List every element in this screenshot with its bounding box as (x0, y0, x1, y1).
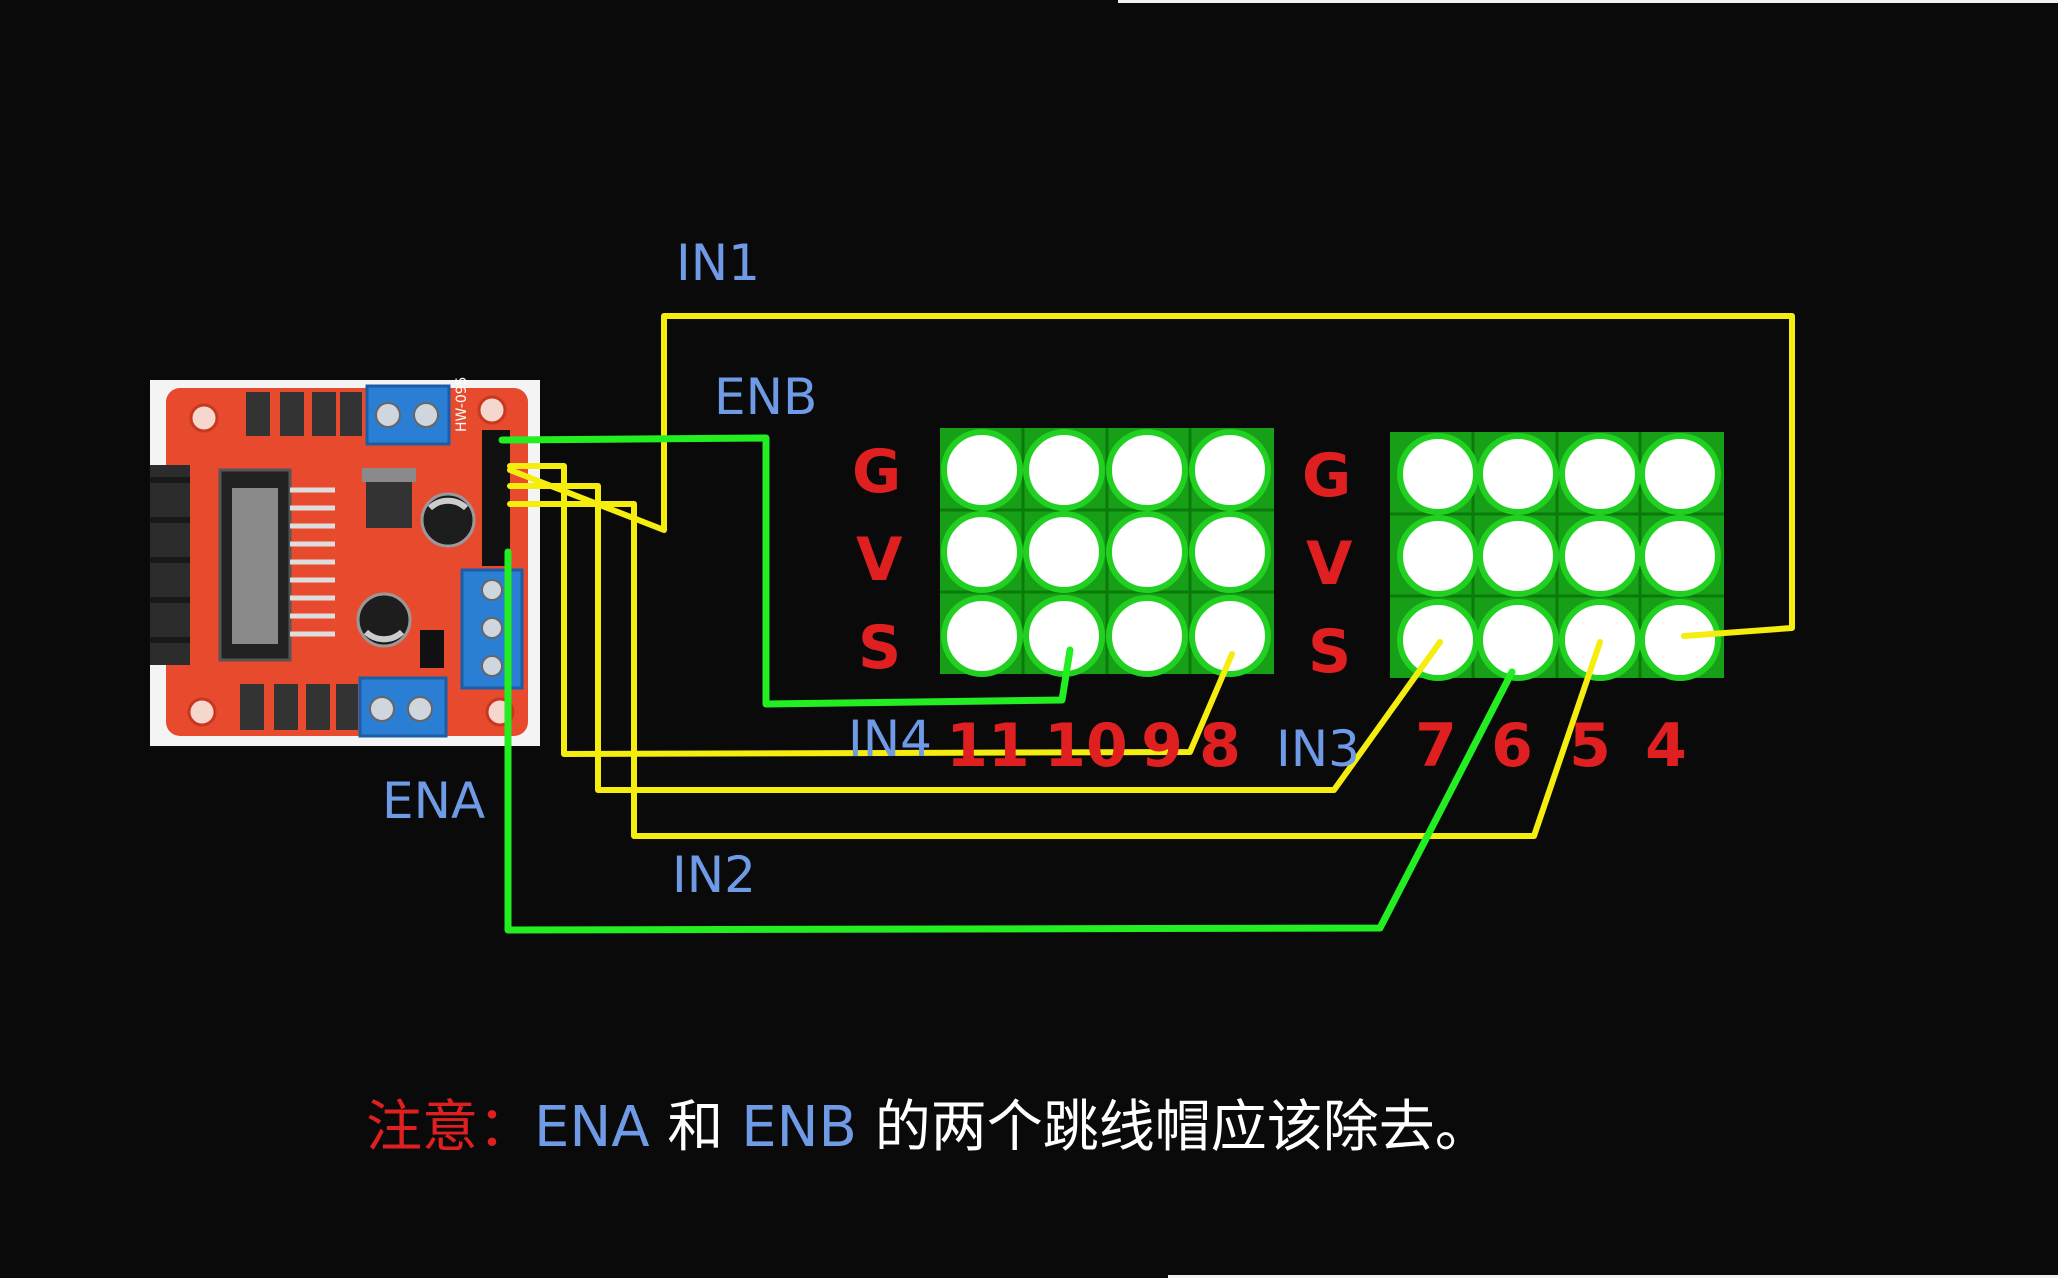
pin-number-5: 5 (1569, 711, 1611, 781)
pin-number-8: 8 (1199, 711, 1241, 781)
control-pin-header (482, 430, 510, 550)
terminal-block-top (365, 384, 451, 446)
terminal-block-bottom (358, 676, 448, 738)
heatsink-fins (150, 477, 190, 643)
label-in2: IN2 (672, 846, 756, 904)
row-label-g-right: G (1302, 441, 1351, 511)
pin-number-7: 7 (1415, 711, 1457, 781)
wire-in4 (507, 463, 1235, 757)
note-rest: 的两个跳线帽应该除去。 (856, 1095, 1491, 1160)
bottom-edge-line (1168, 1275, 2058, 1278)
capacitor (356, 592, 412, 648)
pin-number-10: 10 (1044, 711, 1128, 781)
wire-enb (498, 434, 1074, 708)
label-in1: IN1 (676, 234, 760, 292)
voltage-regulator (366, 478, 412, 528)
pin-number-9: 9 (1141, 711, 1183, 781)
pin-number-11: 11 (946, 711, 1030, 781)
terminal-block-power (460, 568, 524, 690)
mounting-hole (187, 697, 217, 727)
capacitor (420, 492, 476, 548)
top-edge-line (1118, 0, 2058, 3)
mounting-hole (189, 403, 219, 433)
row-label-s-left: S (858, 613, 901, 683)
label-in4: IN4 (848, 710, 932, 768)
jumper-5v (420, 630, 444, 668)
heatsink (150, 465, 190, 665)
wire-in3 (507, 483, 1443, 793)
row-label-s-right: S (1308, 617, 1351, 687)
motor-driver-board: HW-095 (150, 376, 540, 746)
pin-number-6: 6 (1491, 711, 1533, 781)
driver-ic-tab (232, 488, 278, 644)
wire-in1 (507, 313, 1795, 639)
label-ena: ENA (382, 772, 485, 830)
mounting-hole (477, 395, 507, 425)
row-label-g-left: G (852, 437, 901, 507)
wire-in2 (507, 501, 1603, 839)
diodes-bottom (240, 684, 358, 730)
wire-ena (504, 548, 1516, 934)
note-ena: ENA (534, 1095, 650, 1160)
voltage-regulator-tab (362, 468, 416, 482)
driver-ic-pins (290, 487, 335, 637)
note-prefix: 注意： (366, 1095, 534, 1160)
board-silkscreen: HW-095 (454, 376, 470, 432)
row-label-v-right: V (1306, 529, 1353, 599)
pin-number-4: 4 (1645, 711, 1687, 781)
label-enb: ENB (714, 368, 817, 426)
diodes-top (246, 392, 362, 436)
row-label-v-left: V (856, 525, 903, 595)
note-and: 和 (649, 1095, 742, 1160)
label-in3: IN3 (1276, 720, 1360, 778)
jumper-note: 注意：ENA 和 ENB 的两个跳线帽应该除去。 (366, 1092, 1491, 1164)
pin-matrix-left (940, 428, 1274, 677)
wires (498, 313, 1795, 934)
pin-pads (941, 429, 1271, 677)
note-enb: ENB (741, 1095, 857, 1160)
